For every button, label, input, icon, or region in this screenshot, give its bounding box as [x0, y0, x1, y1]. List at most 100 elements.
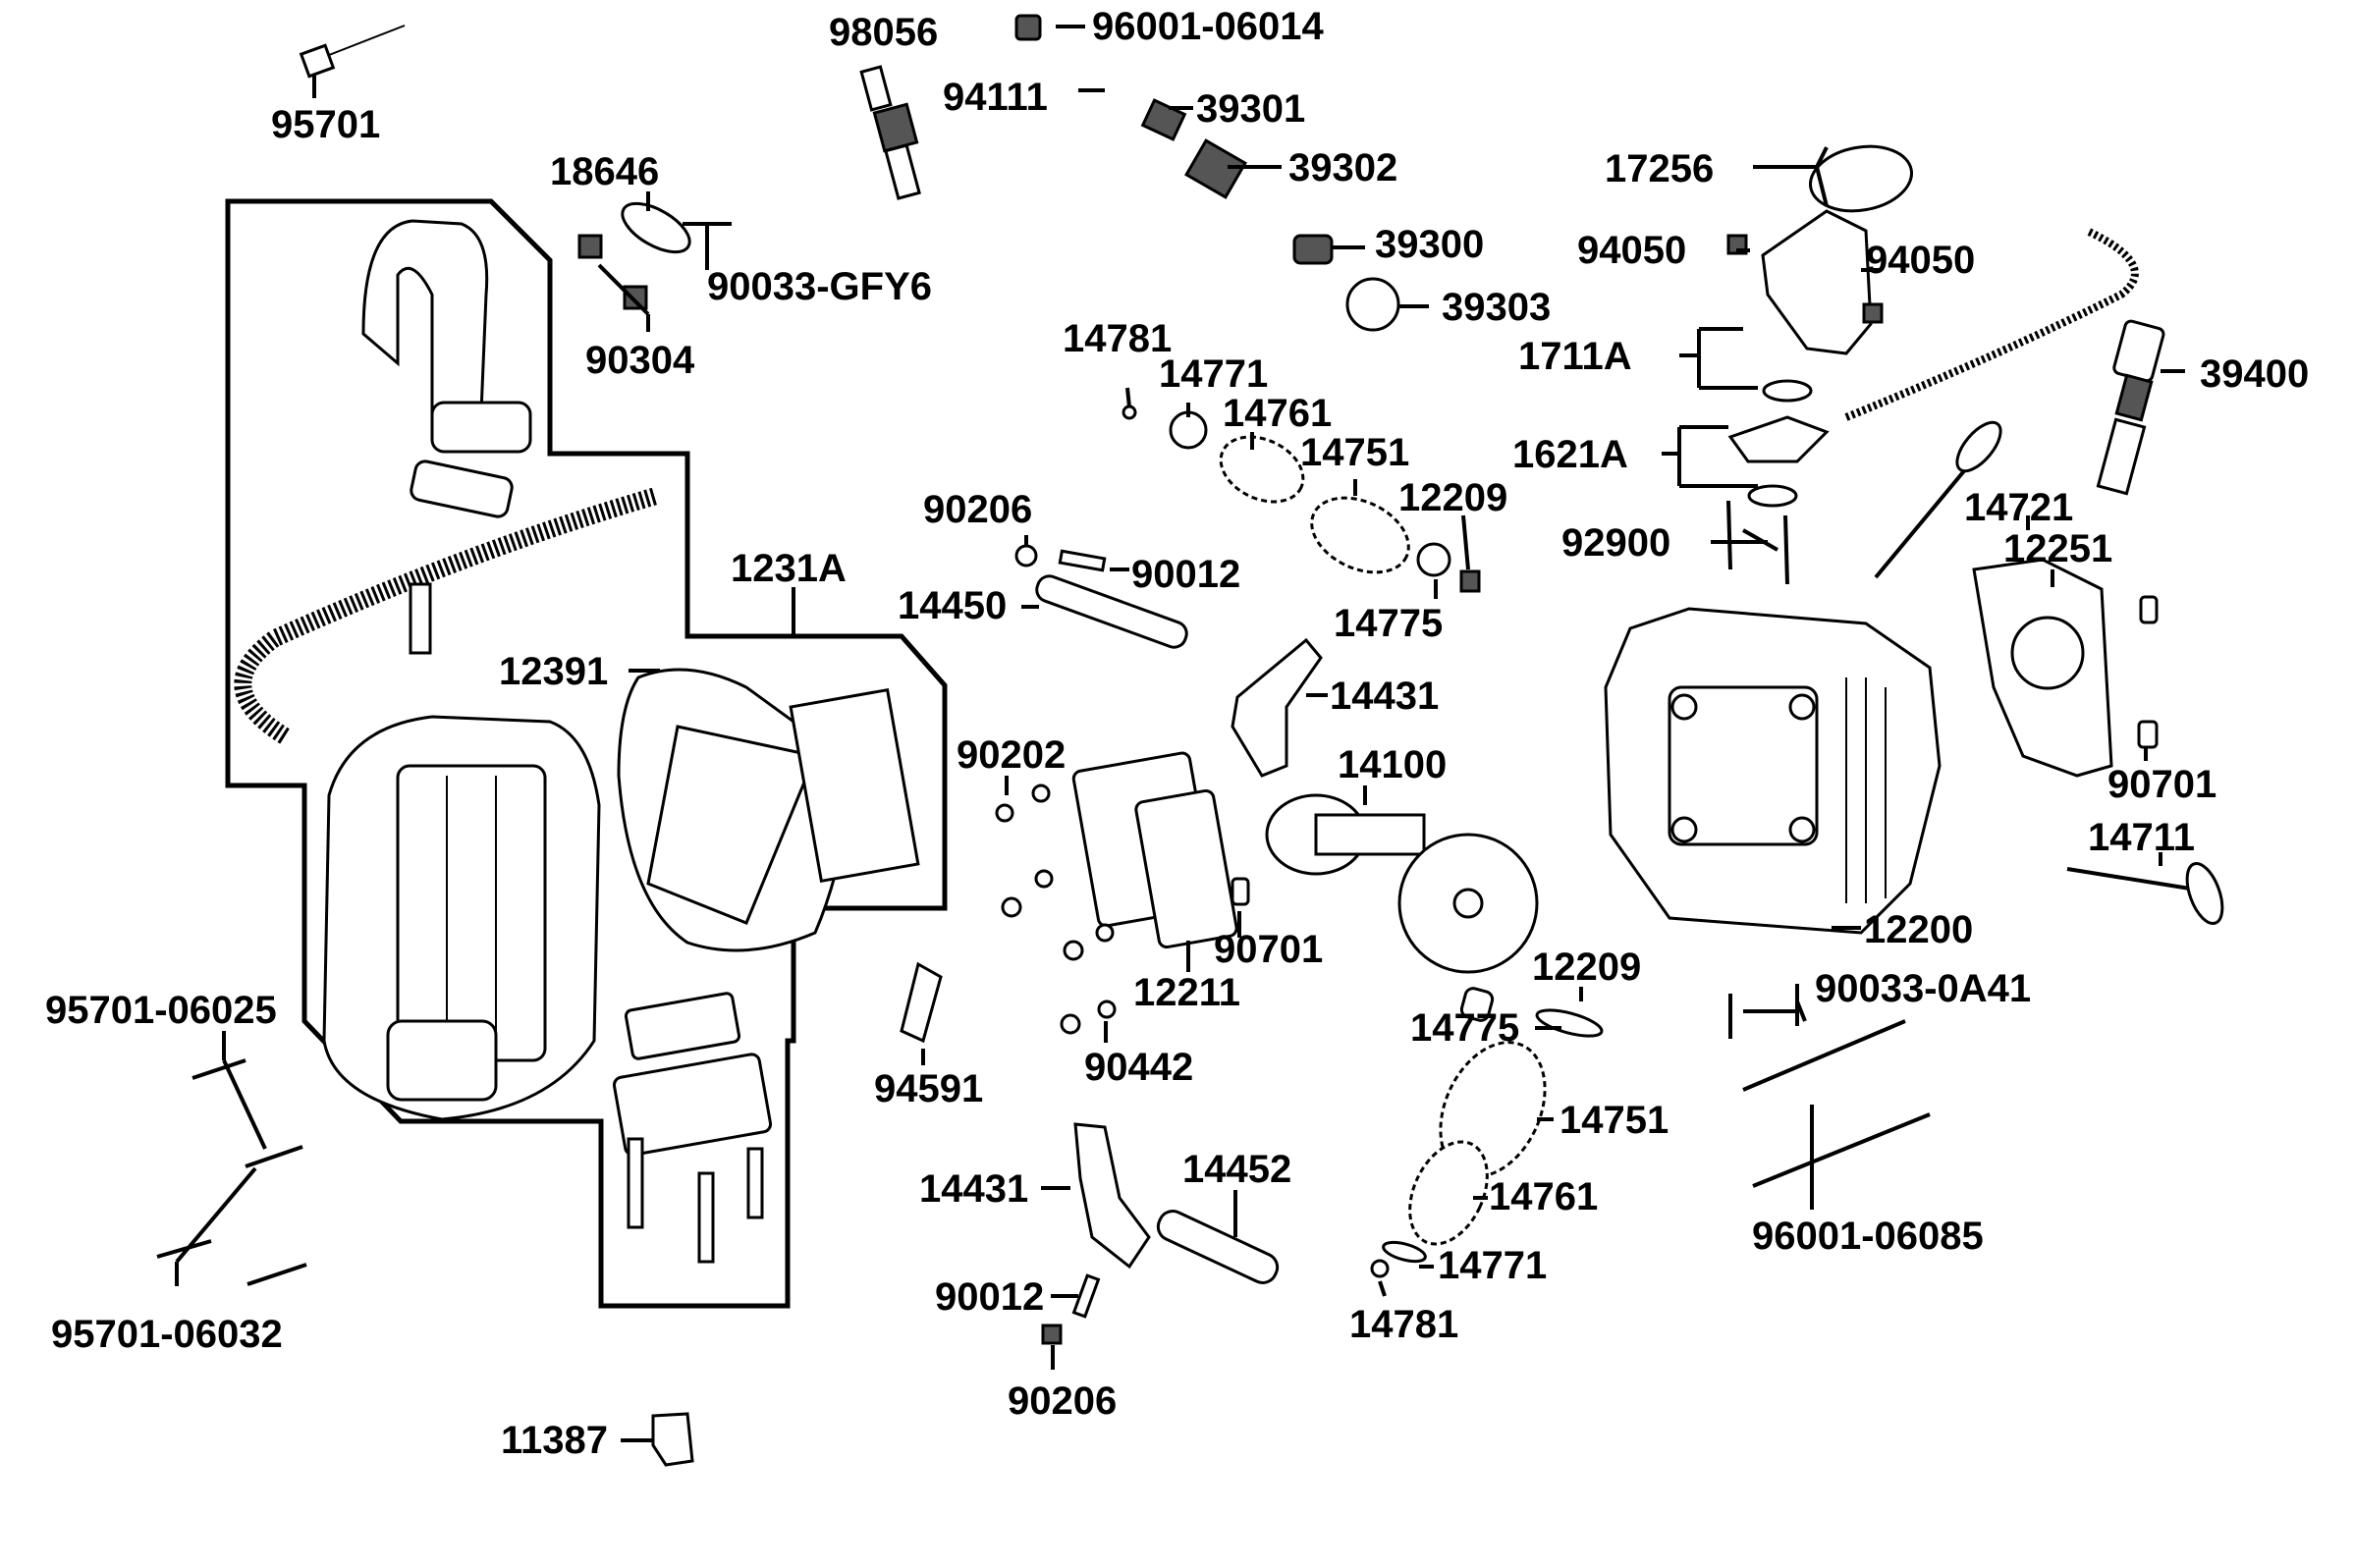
label-96001-06014: 96001-06014 — [1092, 5, 1325, 48]
label-12251: 12251 — [2003, 527, 2112, 570]
valve-springs-top-sketch — [1122, 405, 1481, 593]
label-94111: 94111 — [943, 76, 1048, 119]
label-14452: 14452 — [1182, 1148, 1291, 1191]
label-94050-right: 94050 — [1866, 239, 1975, 282]
label-90701-mid: 90701 — [1214, 928, 1323, 971]
adjuster-90012-sketch — [1058, 549, 1107, 572]
label-96001-06085: 96001-06085 — [1752, 1215, 1984, 1258]
leader-lines — [175, 25, 2185, 1442]
label-14775-top: 14775 — [1334, 602, 1443, 645]
label-92900: 92900 — [1561, 521, 1670, 565]
label-12209-mid: 12209 — [1532, 946, 1641, 989]
bolt-95701-06025-sketch — [192, 1058, 246, 1080]
label-94050-left: 94050 — [1577, 229, 1686, 272]
label-90442: 90442 — [1084, 1046, 1193, 1089]
label-1711A: 1711A — [1518, 335, 1632, 378]
guide-94591-sketch — [900, 961, 943, 1044]
bolt-a-sketch — [627, 1137, 644, 1229]
label-39300: 39300 — [1375, 223, 1484, 266]
label-17256: 17256 — [1605, 147, 1714, 190]
nut-90206-sketch — [1014, 544, 1038, 568]
part-labels: 95701 98056 96001-06014 94111 39301 3930… — [45, 5, 2309, 1462]
breather-hose-sketch — [234, 487, 659, 744]
label-18646: 18646 — [550, 150, 659, 193]
label-12211: 12211 — [1133, 971, 1240, 1014]
label-90206-bot: 90206 — [1008, 1379, 1117, 1423]
bolt-96001-06014-sketch — [1014, 14, 1042, 41]
bolt-95701-06032b-sketch — [246, 1263, 307, 1286]
plate-inner-sketch — [789, 687, 920, 884]
label-90206-top: 90206 — [923, 488, 1032, 531]
cylinder-head-sketch — [1604, 607, 1942, 935]
long-bolt-a-sketch — [1742, 1019, 1906, 1092]
label-14100: 14100 — [1338, 743, 1447, 786]
stud-92900a-sketch — [1726, 500, 1732, 570]
dowel-90701-top-sketch — [2139, 595, 2159, 624]
bolt-95701-sketch — [299, 25, 406, 79]
label-90033-GFY6: 90033-GFY6 — [707, 265, 932, 308]
shaft-14450-sketch — [1035, 574, 1188, 649]
label-90304: 90304 — [585, 339, 695, 382]
valve-14711-stem-sketch — [2066, 867, 2191, 891]
nut-90206b-sketch — [1041, 1324, 1063, 1345]
bolt-95701-06032-sketch — [156, 1239, 212, 1259]
clip-39302-sketch — [1184, 138, 1247, 199]
label-12391: 12391 — [499, 650, 608, 693]
label-14761-mid: 14761 — [1489, 1175, 1598, 1218]
valve-14721-stem-sketch — [1874, 460, 1974, 579]
valve-39300-sketch — [1292, 234, 1334, 265]
label-12209-top: 12209 — [1398, 476, 1507, 519]
shaft-14452-sketch — [1156, 1210, 1280, 1284]
cam-holder-sketch — [1071, 751, 1238, 949]
bracket-11387-sketch — [651, 1412, 694, 1467]
dowel-90701-mid-sketch — [1231, 877, 1250, 906]
camshaft-sketch — [1265, 793, 1539, 974]
intake-manifold-sketch — [1726, 144, 1914, 508]
label-14751-top: 14751 — [1300, 431, 1409, 474]
reed-seat-sketch — [624, 992, 741, 1060]
nut-90304-sketch — [577, 234, 603, 259]
label-95701: 95701 — [271, 103, 380, 146]
plate-1231A-sketch — [646, 725, 818, 925]
rocker-arm-bot-sketch — [1073, 1122, 1151, 1270]
label-14771-bot: 14771 — [1438, 1244, 1547, 1287]
label-39301: 39301 — [1196, 87, 1305, 131]
label-1621A: 1621A — [1512, 433, 1628, 476]
label-90701-right: 90701 — [2107, 763, 2216, 806]
label-14431-top: 14431 — [1330, 675, 1439, 718]
label-12200: 12200 — [1864, 908, 1973, 951]
long-bolt-b-sketch — [1752, 1112, 1931, 1188]
label-90012-top: 90012 — [1131, 553, 1240, 596]
label-14721: 14721 — [1964, 486, 2073, 529]
label-14781-top: 14781 — [1063, 317, 1172, 360]
stud-92900b-sketch — [1783, 514, 1789, 585]
nut-90304b-sketch — [623, 285, 648, 310]
gasket-39303-sketch — [1345, 277, 1400, 332]
label-11387: 11387 — [501, 1419, 608, 1462]
valve-14711-head-sketch — [2185, 861, 2224, 926]
cover-group-frame — [225, 198, 948, 1309]
sensor-39400-sketch — [2096, 319, 2165, 496]
label-14775-mid: 14775 — [1410, 1006, 1519, 1050]
valve-springs-bot-sketch — [1370, 987, 1604, 1278]
head-cover-sketch — [322, 582, 601, 1121]
bolt-b-sketch — [697, 1171, 715, 1264]
bolt-95701-06025b-sketch — [245, 1145, 303, 1168]
label-14761-top: 14761 — [1223, 392, 1332, 435]
dowel-90701-bot-sketch — [2137, 720, 2159, 749]
label-14781-bot: 14781 — [1349, 1303, 1458, 1346]
label-90202: 90202 — [957, 733, 1066, 777]
label-14771-top: 14771 — [1159, 352, 1268, 396]
label-90012-bot: 90012 — [935, 1275, 1044, 1319]
adjuster-90012b-sketch — [1071, 1273, 1101, 1319]
label-14431-bot: 14431 — [919, 1167, 1028, 1211]
label-14751-mid: 14751 — [1560, 1099, 1669, 1142]
label-95701-06032: 95701-06032 — [51, 1313, 283, 1356]
label-98056: 98056 — [829, 11, 938, 54]
label-1231A: 1231A — [731, 547, 847, 590]
gasket-12251-bore-sketch — [2010, 616, 2085, 690]
label-95701-06025: 95701-06025 — [45, 989, 277, 1032]
label-94591: 94591 — [874, 1067, 983, 1110]
label-14450: 14450 — [898, 584, 1007, 627]
